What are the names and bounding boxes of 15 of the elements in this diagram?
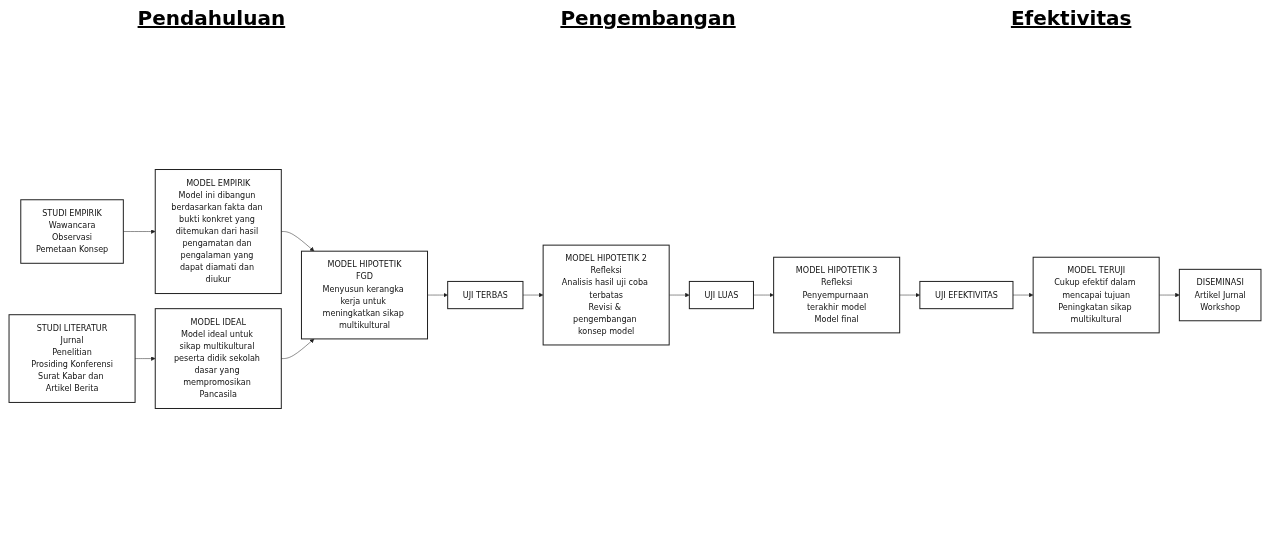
node-box: UJI TERBAS: [446, 280, 523, 309]
node-box: UJI EFEKTIVITAS: [918, 280, 1013, 309]
node-box: MODEL TERUJI Cukup efektif dalam mencapai tujuan Peningkatan sikap multikultural: [1032, 256, 1160, 333]
node-box: DISEMINASI Artikel Jurnal Workshop: [1178, 268, 1261, 321]
node-box: MODEL HIPOTETIK 3 Refleksi Penyempurnaan terakhir model Model final: [772, 256, 900, 333]
node-box: MODEL HIPOTETIK 2 Refleksi Analisis hasil uji coba terbatas Revisi & pengembangan konsep model: [542, 244, 670, 345]
node-box: MODEL HIPOTETIK FGD Menyusun kerangka kerja untuk meningkatkan sikap multikultural: [300, 250, 428, 339]
node-box: STUDI EMPIRIK Wawancara Observasi Pemetaan Konsep: [19, 198, 124, 264]
node-box: STUDI LITERATUR Jurnal Penelitian Prosiding Konferensi Surat Kabar dan Artikel Berita: [8, 313, 136, 403]
section-heading: Efektivitas: [1010, 6, 1132, 30]
section-heading: Pendahuluan: [137, 6, 286, 30]
section-heading: Pengembangan: [560, 6, 736, 30]
node-box: MODEL EMPIRIK Model ini dibangun berdasarkan fakta dan bukti konkret yang ditemukan dari hasil pengamatan dan pengalaman yang dapat diamati dan diukur: [154, 168, 282, 294]
node-box: MODEL IDEAL Model ideal untuk sikap multikultural peserta didik sekolah dasar yang mempromosikan Pancasila: [154, 307, 282, 409]
node-box: UJI LUAS: [688, 280, 754, 309]
